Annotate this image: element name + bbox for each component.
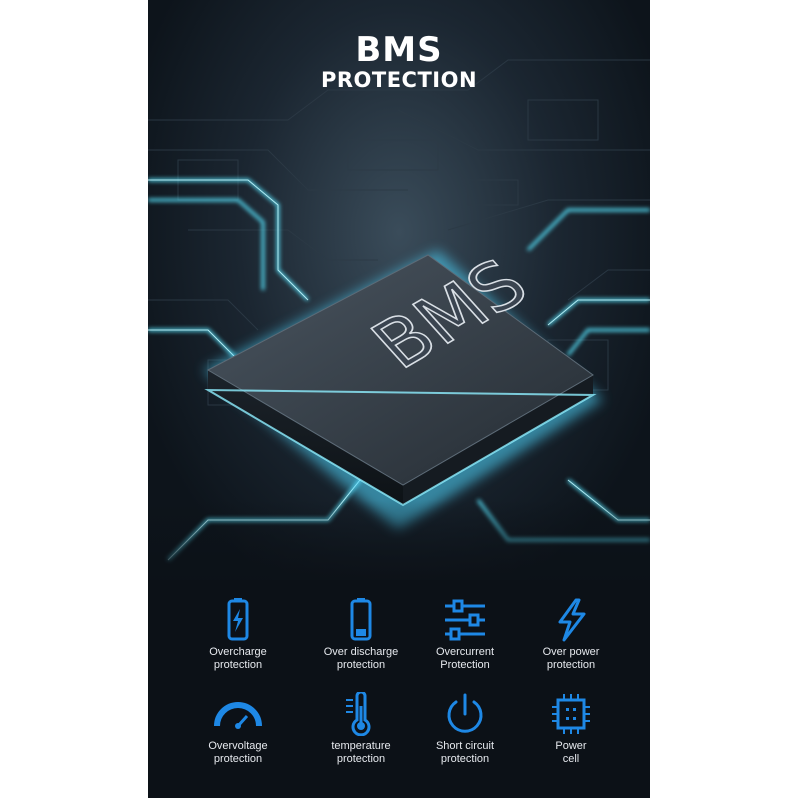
feature-label-line2: Protection — [440, 659, 490, 671]
feature-label-line1: temperature — [331, 740, 391, 752]
feature-label-line1: Short circuit — [435, 740, 495, 752]
feature-label-line2: protection — [213, 753, 263, 765]
page-subtitle: PROTECTION — [320, 68, 478, 92]
feature-temperature: temperature protection — [306, 692, 416, 766]
feature-overvoltage: Overvoltage protection — [183, 692, 293, 766]
feature-label-line2: protection — [336, 753, 386, 765]
feature-label-line1: Over power — [542, 646, 600, 658]
feature-overcurrent: Overcurrent Protection — [410, 598, 520, 672]
feature-label-line2: protection — [336, 659, 386, 671]
feature-over-discharge: Over discharge protection — [306, 598, 416, 672]
feature-label-line2: protection — [213, 659, 263, 671]
feature-label-line2: protection — [546, 659, 596, 671]
sliders-icon — [445, 599, 485, 641]
cpu-chip-icon — [552, 694, 590, 734]
feature-label-line1: Overcharge — [209, 646, 267, 658]
feature-short-circuit: Short circuit protection — [410, 692, 520, 766]
thermometer-icon — [346, 692, 371, 736]
feature-label-line1: Power — [555, 740, 587, 752]
feature-label-line1: Over discharge — [323, 646, 399, 658]
feature-label-line1: Overcurrent — [435, 646, 495, 658]
battery-charging-icon — [227, 598, 249, 641]
feature-over-power: Over power protection — [516, 598, 626, 672]
feature-label-line2: protection — [440, 753, 490, 765]
feature-power-cell: Power cell — [516, 692, 626, 766]
feature-label-line1: Overvoltage — [208, 740, 268, 752]
feature-label-line2: cell — [562, 753, 580, 765]
power-icon — [447, 693, 483, 733]
product-banner: BMS BMS PROTECTION Overcharge protection… — [148, 0, 650, 798]
page-title: BMS — [355, 30, 443, 70]
gauge-icon — [214, 702, 262, 729]
feature-overcharge: Overcharge protection — [183, 598, 293, 672]
hero-image: BMS BMS PROTECTION — [148, 0, 650, 580]
lightning-icon — [558, 598, 586, 642]
battery-low-icon — [350, 598, 372, 641]
